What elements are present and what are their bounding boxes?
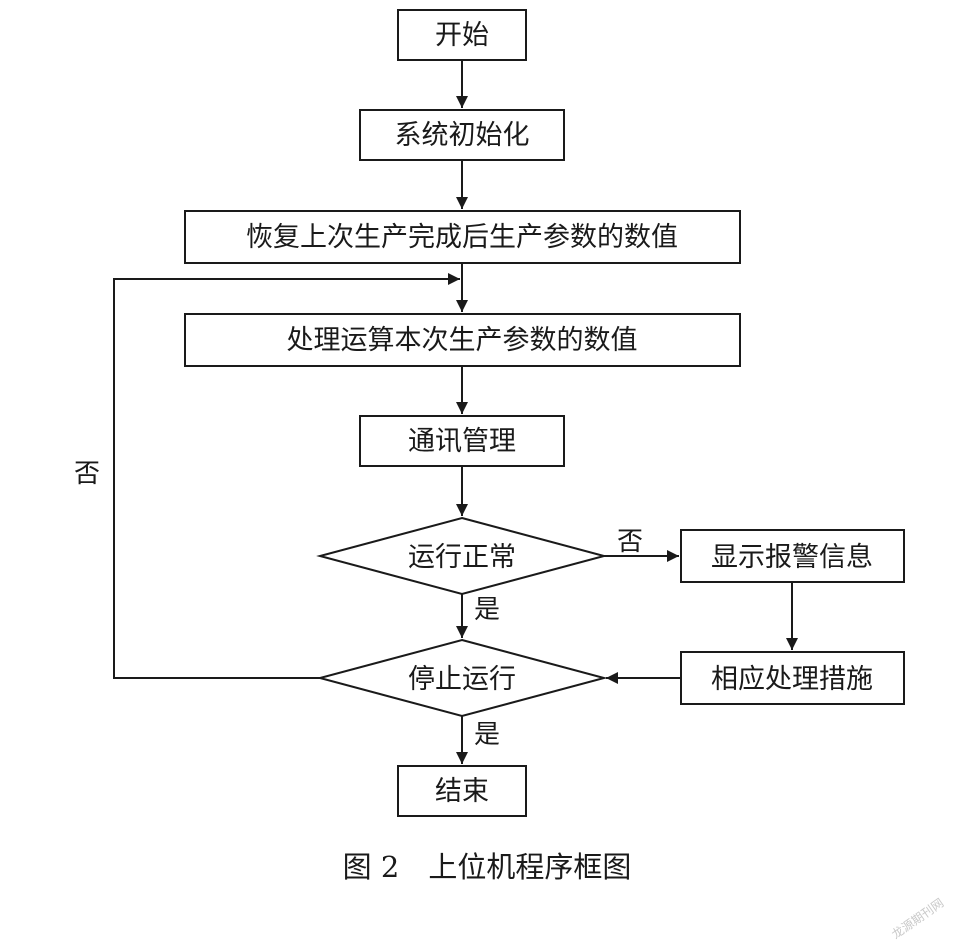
end-label: 结束 bbox=[435, 776, 489, 807]
running-ok-label: 运行正常 bbox=[408, 542, 516, 573]
stop-yes-label: 是 bbox=[474, 720, 500, 750]
arrow-loop-back bbox=[113, 273, 460, 679]
init-box bbox=[359, 109, 565, 161]
handle-box bbox=[680, 651, 905, 705]
alarm-label: 显示报警信息 bbox=[711, 542, 873, 573]
stop-label: 停止运行 bbox=[408, 664, 516, 695]
watermark: 龙源期刊网 bbox=[889, 896, 946, 942]
compute-box bbox=[184, 313, 741, 367]
end-box bbox=[397, 765, 527, 817]
compute-label: 处理运算本次生产参数的数值 bbox=[287, 325, 638, 356]
figure-caption: 图 2 上位机程序框图 bbox=[343, 850, 632, 884]
init-label: 系统初始化 bbox=[395, 120, 530, 151]
start-label: 开始 bbox=[435, 20, 489, 51]
restore-label: 恢复上次生产完成后生产参数的数值 bbox=[246, 222, 678, 253]
comm-label: 通讯管理 bbox=[408, 426, 516, 457]
restore-box bbox=[184, 210, 741, 264]
alarm-box bbox=[680, 529, 905, 583]
loop-no-label: 否 bbox=[74, 459, 100, 489]
running-yes-label: 是 bbox=[474, 595, 500, 625]
handle-label: 相应处理措施 bbox=[711, 664, 873, 695]
start-box bbox=[397, 9, 527, 61]
running-no-label: 否 bbox=[617, 527, 643, 557]
